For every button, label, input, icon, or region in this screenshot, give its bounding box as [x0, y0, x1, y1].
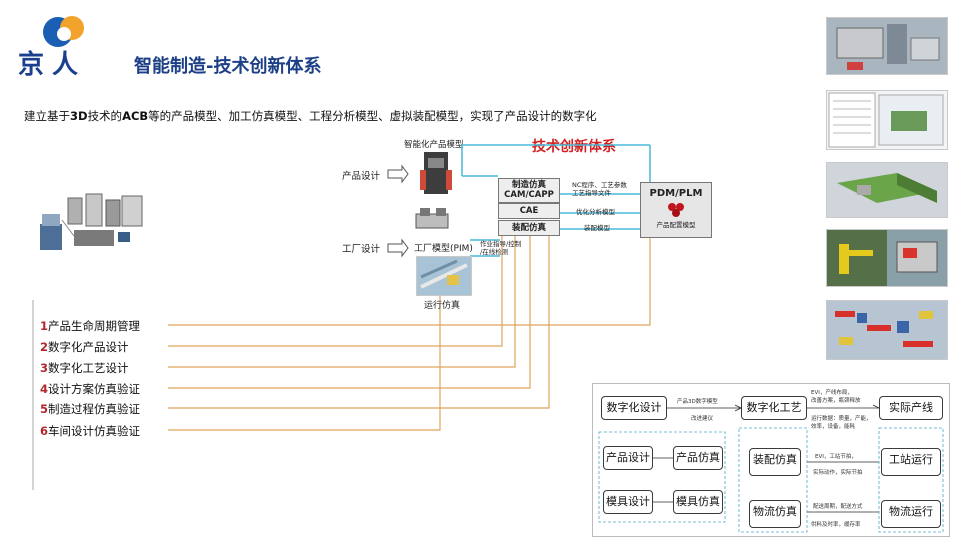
- note-3d-model: 产品3D数字模型: [677, 399, 718, 405]
- screenshot-thumbnail-5: [826, 300, 948, 360]
- digital-flow-panel: 数字化设计 数字化工艺 实际产线 产品设计 产品仿真 装配仿真 工站运行 模具设…: [592, 383, 950, 537]
- factory-model-label: 工厂模型(PIM): [414, 244, 473, 254]
- note-run-data-2: 效率，设备，能耗: [811, 424, 856, 430]
- pdm-plm-box: PDM/PLM 产品配置模型: [640, 182, 712, 238]
- assembly-sim-box: 装配仿真: [498, 220, 560, 236]
- note-distribution: 配送周期，配送方式: [813, 504, 863, 510]
- flow-product-design: 产品设计: [603, 446, 653, 470]
- smart-product-model-label: 智能化产品模型: [404, 140, 464, 150]
- factory-model-image: [412, 206, 452, 234]
- assembly-model-note: 装配模型: [584, 224, 610, 232]
- pdm-sub-label: 产品配置模型: [656, 221, 696, 229]
- flow-digital-process: 数字化工艺: [741, 396, 807, 420]
- screenshot-thumbnail-2: [826, 90, 948, 150]
- factory-design-label: 工厂设计: [342, 244, 381, 255]
- flow-digital-design: 数字化设计: [601, 396, 667, 420]
- operation-sim-label: 运行仿真: [424, 301, 461, 311]
- page-title: 智能制造-技术创新体系: [134, 56, 322, 77]
- product-design-label: 产品设计: [342, 171, 381, 182]
- list-item: 3数字化工艺设计: [40, 361, 129, 375]
- page-subtitle: 建立基于3D技术的ACB等的产品模型、加工仿真模型、工程分析模型、虚拟装配模型，…: [24, 109, 597, 123]
- logo-icon: [43, 16, 84, 47]
- list-item: 4设计方案仿真验证: [40, 382, 141, 396]
- breaker-assembly-image: [34, 180, 150, 262]
- logo-text: 京人: [18, 50, 87, 80]
- note-evi-improve: 改善方案，瓶颈释放: [811, 398, 861, 404]
- pdm-plm-label: PDM/PLM: [649, 188, 703, 199]
- flow-actual-line: 实际产线: [879, 396, 943, 420]
- flow-product-sim: 产品仿真: [673, 446, 723, 470]
- note-supply-rate: 供料及时率，缓存率: [811, 522, 861, 528]
- mfg-sim-box: 制造仿真 CAM/CAPP: [498, 178, 560, 203]
- flow-logistics-run: 物流运行: [881, 500, 941, 528]
- flow-station-run: 工站运行: [881, 448, 941, 476]
- smart-product-image: [410, 150, 460, 198]
- note-improve: 改进建议: [691, 416, 714, 422]
- nc-program-note: NC程序、工艺参数 工艺指导文件: [572, 181, 627, 197]
- list-item: 6车间设计仿真验证: [40, 424, 141, 438]
- flow-connectors: [598, 404, 944, 533]
- list-item: 1产品生命周期管理: [40, 319, 141, 333]
- note-evi-layout: EVI，产线布局，: [811, 390, 853, 396]
- diagram-title: 技术创新体系: [532, 139, 616, 155]
- flow-mold-design: 模具设计: [603, 490, 653, 514]
- list-item: 5制造过程仿真验证: [40, 402, 141, 416]
- cae-box: CAE: [498, 203, 560, 219]
- product-config-icon: [668, 203, 684, 217]
- screenshot-thumbnail-4: [826, 229, 948, 287]
- operation-sim-image: [416, 256, 472, 296]
- flow-mold-sim: 模具仿真: [673, 490, 723, 514]
- flow-logistics-sim: 物流仿真: [749, 500, 801, 528]
- note-run-data: 运行数据：质量，产能，: [811, 416, 872, 422]
- note-evi-station: EVI，工站节拍，: [815, 454, 857, 460]
- screenshot-thumbnail-1: [826, 17, 948, 75]
- optimization-note: 优化分析模型: [576, 208, 615, 216]
- screenshot-thumbnail-3: [826, 162, 948, 218]
- flow-assembly-sim: 装配仿真: [749, 448, 801, 476]
- note-actual-action: 实际动作，实际节拍: [813, 470, 863, 476]
- work-instruction-note: 作业指导/控制 /在线检测: [480, 240, 522, 256]
- list-item: 2数字化产品设计: [40, 340, 129, 354]
